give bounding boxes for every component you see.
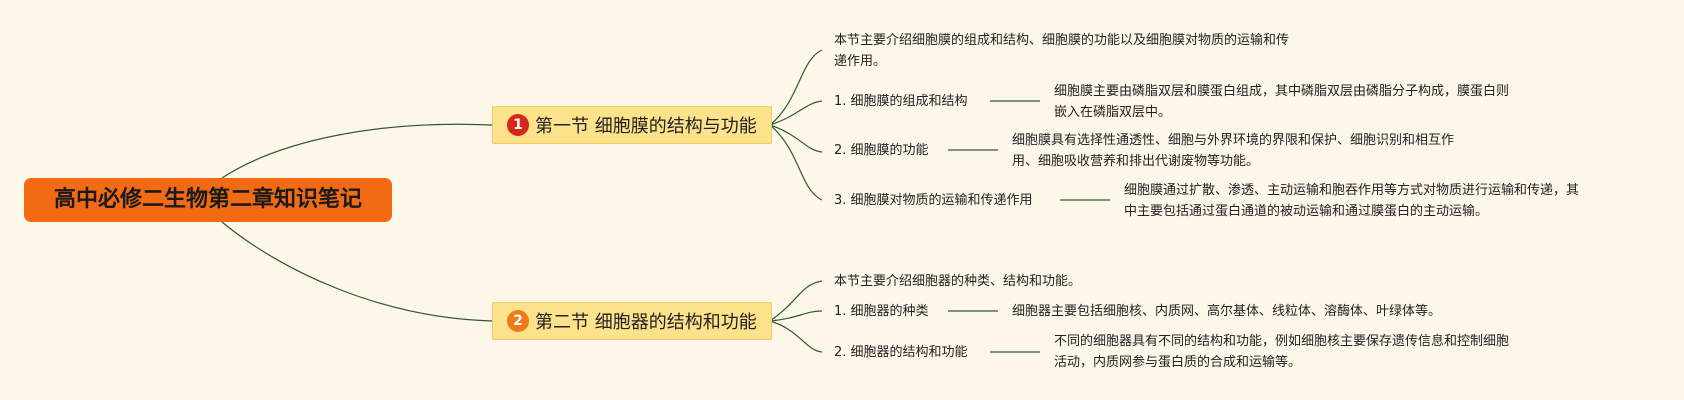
root-topic[interactable]: 高中必修二生物第二章知识笔记 xyxy=(24,178,392,222)
section-1-topic-3-detail[interactable]: 细胞膜通过扩散、渗透、主动运输和胞吞作用等方式对物质进行运输和传递，其 中主要包… xyxy=(1124,180,1579,222)
section-1-topic-2-detail[interactable]: 细胞膜具有选择性通透性、细胞与外界环境的界限和保护、细胞识别和相互作 用、细胞吸… xyxy=(1012,130,1454,172)
link-root-section2 xyxy=(221,221,493,322)
section-1-node[interactable]: 1 第一节 细胞膜的结构与功能 xyxy=(492,106,772,144)
link-s1-topic3 xyxy=(769,124,823,201)
detail-line: 中主要包括通过蛋白通道的被动运输和通过膜蛋白的主动运输。 xyxy=(1124,204,1489,219)
section-1-intro-line: 递作用。 xyxy=(834,54,887,69)
detail-line: 用、细胞吸收营养和排出代谢废物等功能。 xyxy=(1012,154,1260,169)
detail-line: 细胞膜主要由磷脂双层和膜蛋白组成，其中磷脂双层由磷脂分子构成，膜蛋白则 xyxy=(1054,84,1510,99)
detail-line: 活动，内质网参与蛋白质的合成和运输等。 xyxy=(1054,355,1302,370)
link-s1-topic2 xyxy=(769,124,823,153)
link-s2-topic2 xyxy=(769,320,823,353)
section-2-node[interactable]: 2 第二节 细胞器的结构和功能 xyxy=(492,302,772,340)
section-2-intro-line: 本节主要介绍细胞器的种类、结构和功能。 xyxy=(834,274,1082,289)
section-1-badge: 1 xyxy=(507,114,529,136)
section-2-title: 第二节 细胞器的结构和功能 xyxy=(535,312,757,333)
section-1-intro[interactable]: 本节主要介绍细胞膜的组成和结构、细胞膜的功能以及细胞膜对物质的运输和传 递作用。 xyxy=(834,30,1289,72)
section-1-title: 第一节 细胞膜的结构与功能 xyxy=(535,116,757,137)
section-2-topic-1-label[interactable]: 1. 细胞器的种类 xyxy=(834,304,929,319)
section-2-topic-1-detail[interactable]: 细胞器主要包括细胞核、内质网、高尔基体、线粒体、溶酶体、叶绿体等。 xyxy=(1012,301,1441,322)
link-s2-topic1 xyxy=(769,310,823,322)
detail-line: 细胞膜具有选择性通透性、细胞与外界环境的界限和保护、细胞识别和相互作 xyxy=(1012,133,1455,148)
detail-line: 细胞膜通过扩散、渗透、主动运输和胞吞作用等方式对物质进行运输和传递，其 xyxy=(1124,183,1580,198)
section-1-topic-1-detail[interactable]: 细胞膜主要由磷脂双层和膜蛋白组成，其中磷脂双层由磷脂分子构成，膜蛋白则 嵌入在磷… xyxy=(1054,81,1509,123)
section-2-topic-2-label[interactable]: 2. 细胞器的结构和功能 xyxy=(834,345,968,360)
section-2-badge: 2 xyxy=(507,310,529,332)
section-2-topic-2-detail[interactable]: 不同的细胞器具有不同的结构和功能，例如细胞核主要保存遗传信息和控制细胞 活动，内… xyxy=(1054,331,1509,373)
section-1-intro-line: 本节主要介绍细胞膜的组成和结构、细胞膜的功能以及细胞膜对物质的运输和传 xyxy=(834,33,1290,48)
link-s1-topic1 xyxy=(769,100,823,126)
link-s2-intro xyxy=(769,280,823,322)
detail-line: 嵌入在磷脂双层中。 xyxy=(1054,105,1172,120)
section-1-topic-3-label[interactable]: 3. 细胞膜对物质的运输和传递作用 xyxy=(834,193,1033,208)
section-1-topic-2-label[interactable]: 2. 细胞膜的功能 xyxy=(834,143,929,158)
link-root-section1 xyxy=(221,123,493,179)
section-2-intro[interactable]: 本节主要介绍细胞器的种类、结构和功能。 xyxy=(834,271,1081,292)
detail-line: 细胞器主要包括细胞核、内质网、高尔基体、线粒体、溶酶体、叶绿体等。 xyxy=(1012,304,1442,319)
detail-line: 不同的细胞器具有不同的结构和功能，例如细胞核主要保存遗传信息和控制细胞 xyxy=(1054,334,1510,349)
section-1-topic-1-label[interactable]: 1. 细胞膜的组成和结构 xyxy=(834,94,968,109)
link-s1-intro xyxy=(769,49,823,126)
